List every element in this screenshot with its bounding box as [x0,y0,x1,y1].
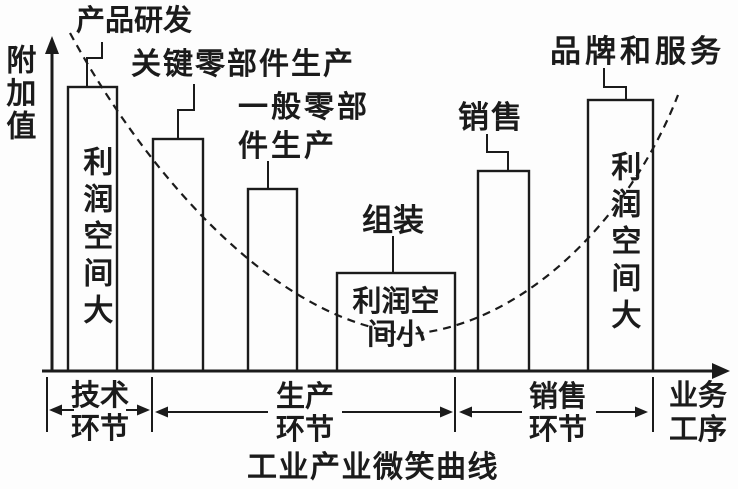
leader-key-components [177,84,195,138]
label-product-rd: 产品研发 [76,5,193,37]
label-general-parts: 一般零部 件生产 [238,88,370,166]
arrowhead-production-left [155,406,168,418]
label-general-parts-line2: 件生产 [238,130,337,163]
section-production: 生产 环节 [260,381,350,447]
section-tech-line2: 环节 [70,413,129,445]
label-brand-service: 品牌和服务 [550,34,725,69]
bar-general-parts [246,187,299,373]
diagram-title: 工业产业微笑曲线 [247,451,499,484]
section-sales: 销售 环节 [513,381,603,447]
bar-inner-profit-small-line2: 间小 [366,319,425,351]
bar-inner-profit-small: 利润空 间小 [339,286,453,352]
arrowhead-tech-right [137,404,150,416]
bar-inner-profit-large-left: 利润空间大 [78,146,112,331]
arrowhead-sales-right [635,406,648,418]
bar-brand-service [586,98,655,373]
leader-product-rd [86,42,103,86]
section-tech-line1: 技术 [70,380,129,412]
smile-curve [69,32,680,336]
section-sales-line2: 环节 [528,414,587,446]
bar-key-components [151,137,205,373]
y-axis-arrowhead [45,36,59,54]
section-tech: 技术 环节 [55,380,145,446]
bar-inner-profit-large-right: 利润空间大 [606,151,640,336]
bar-product-rd [66,85,119,373]
x-axis-label: 业务 工序 [669,379,727,447]
leader-sales [486,134,509,170]
bar-assembly [335,271,457,373]
y-axis-label: 附加值 [1,44,35,143]
arrowhead-sales-left [459,406,472,418]
section-production-line1: 生产 [275,381,334,413]
section-production-line2: 环节 [275,414,334,446]
arrowhead-production-right [440,406,453,418]
section-sales-line1: 销售 [528,381,587,413]
x-axis-label-line2: 工序 [669,414,728,446]
label-key-components: 关键零部件生产 [131,48,355,81]
x-axis-label-line1: 业务 [669,380,728,412]
leader-brand-service [603,68,627,99]
label-assembly: 组装 [362,203,424,238]
x-axis-arrowhead [712,363,730,379]
bar-inner-profit-small-line1: 利润空 [352,286,440,318]
label-sales: 销售 [458,100,524,135]
label-general-parts-line1: 一般零部 [238,91,370,124]
bar-sales [476,169,531,373]
arrowhead-tech-left [49,404,62,416]
